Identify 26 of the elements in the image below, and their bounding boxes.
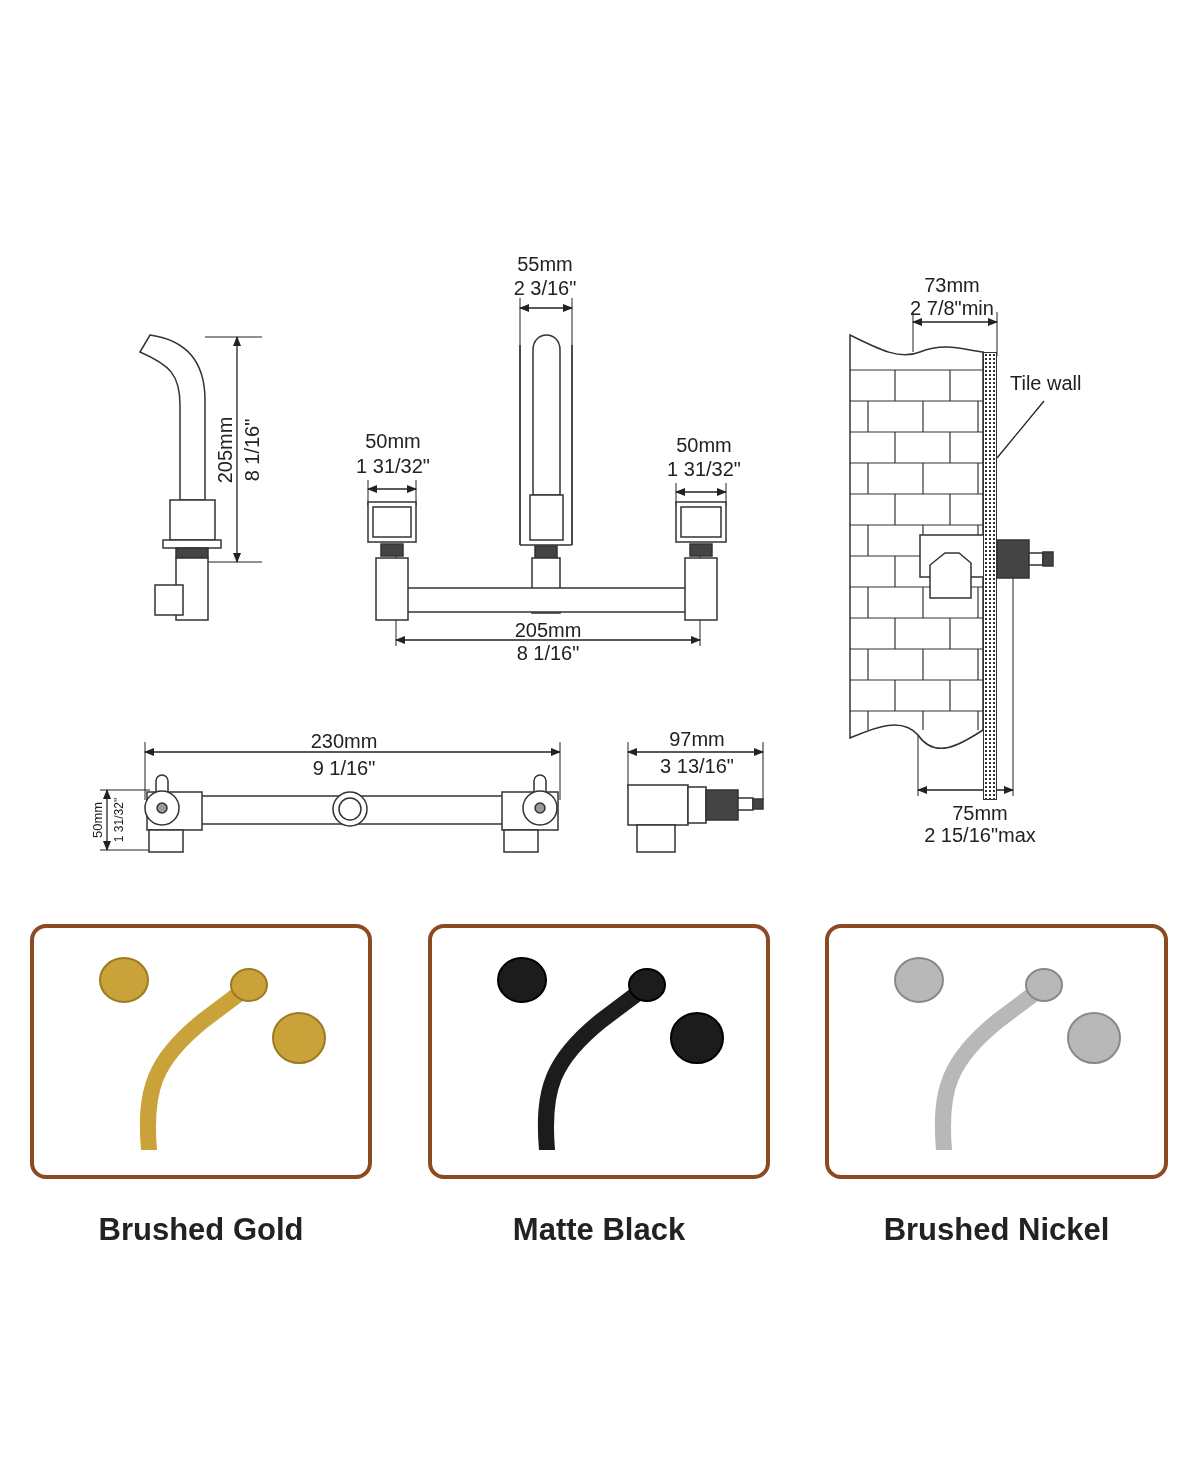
dimension-label: 50mm <box>365 431 421 451</box>
dimension-label: 9 1/16" <box>312 758 376 778</box>
tile-layer <box>983 352 997 800</box>
finish-caption: Matte Black <box>512 1212 686 1248</box>
dimension-label: 2 15/16"max <box>924 825 1036 845</box>
leader-line <box>996 400 1045 459</box>
dimension-label: 2 7/8"min <box>910 298 994 318</box>
dimension-label: 2 3/16" <box>513 278 577 298</box>
callout-label: Tile wall <box>1010 372 1082 394</box>
dimension-label: 205mm <box>514 620 582 640</box>
dimension-label: 75mm <box>952 803 1008 823</box>
dimension-label: 73mm <box>924 275 980 295</box>
dimension-label: 8 1/16" <box>516 643 580 663</box>
dimension-label: 50mm <box>676 435 732 455</box>
dimension-label: 97mm <box>669 729 725 749</box>
dimension-label: 8 1/16" <box>242 418 262 482</box>
dimension-label: 50mm <box>90 801 104 839</box>
dimension-label: 1 31/32" <box>113 797 125 843</box>
dimension-label: 3 13/16" <box>660 756 734 776</box>
dimension-label: 205mm <box>215 416 235 484</box>
finish-caption: Brushed Nickel <box>883 1212 1110 1248</box>
finish-caption: Brushed Gold <box>98 1212 304 1248</box>
dimension-label: 55mm <box>517 254 573 274</box>
dimension-label: 1 31/32" <box>667 459 741 479</box>
dimension-label: 230mm <box>310 731 378 751</box>
dimension-label: 1 31/32" <box>356 456 430 476</box>
